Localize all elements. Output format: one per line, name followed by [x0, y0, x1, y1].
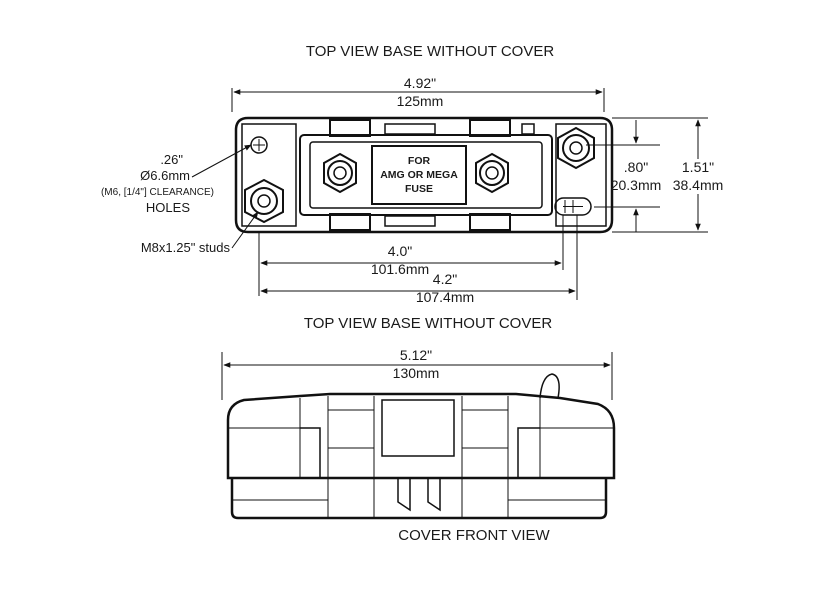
holes-label: HOLES [146, 200, 190, 215]
fuse-label-line2: AMG OR MEGA [380, 169, 458, 181]
front-view-title: COVER FRONT VIEW [398, 527, 550, 544]
overall-length-dimension: 4.92" 125mm [231, 75, 605, 112]
fuse-label-line3: FUSE [405, 183, 433, 195]
overall-length-in: 4.92" [404, 75, 436, 91]
hole-size-mm: Ø6.6mm [140, 168, 190, 183]
middle-view-title: TOP VIEW BASE WITHOUT COVER [304, 315, 553, 332]
hole-spacing-dimension: 4.0" 101.6mm [258, 215, 564, 296]
top-view-title: TOP VIEW BASE WITHOUT COVER [306, 43, 555, 60]
width-mm: 38.4mm [673, 177, 724, 193]
mounting-slot [554, 197, 592, 216]
hole-clearance: (M6, [1/4"] CLEARANCE) [101, 187, 214, 198]
hole-spacing-mm: 101.6mm [371, 261, 429, 277]
fuse-base-body [234, 116, 614, 234]
mounting-hole [250, 136, 268, 154]
cover-length-dimension: 5.12" 130mm [221, 347, 613, 400]
width-dimension: 1.51" 38.4mm [612, 117, 724, 233]
cover-length-mm: 130mm [393, 365, 440, 381]
hole-offset-dimension: .80" 20.3mm [586, 120, 661, 232]
stud-right [475, 152, 509, 194]
slot-spacing-in: 4.2" [433, 271, 457, 287]
hole-offset-in: .80" [624, 159, 648, 175]
cover-front-body [226, 373, 616, 520]
stud-bottom-left [244, 178, 284, 224]
overall-length-mm: 125mm [397, 93, 444, 109]
stud-left [323, 152, 357, 194]
fuse-label-line1: FOR [408, 155, 431, 167]
studs-label: M8x1.25" studs [141, 240, 231, 255]
cover-length-in: 5.12" [400, 347, 432, 363]
hole-spacing-in: 4.0" [388, 243, 412, 259]
slot-spacing-dimension: 4.2" 107.4mm [260, 215, 578, 305]
width-in: 1.51" [682, 159, 714, 175]
slot-spacing-mm: 107.4mm [416, 289, 474, 305]
hole-size-in: .26" [160, 152, 183, 167]
stud-top-right [557, 126, 595, 170]
hole-offset-mm: 20.3mm [611, 177, 662, 193]
